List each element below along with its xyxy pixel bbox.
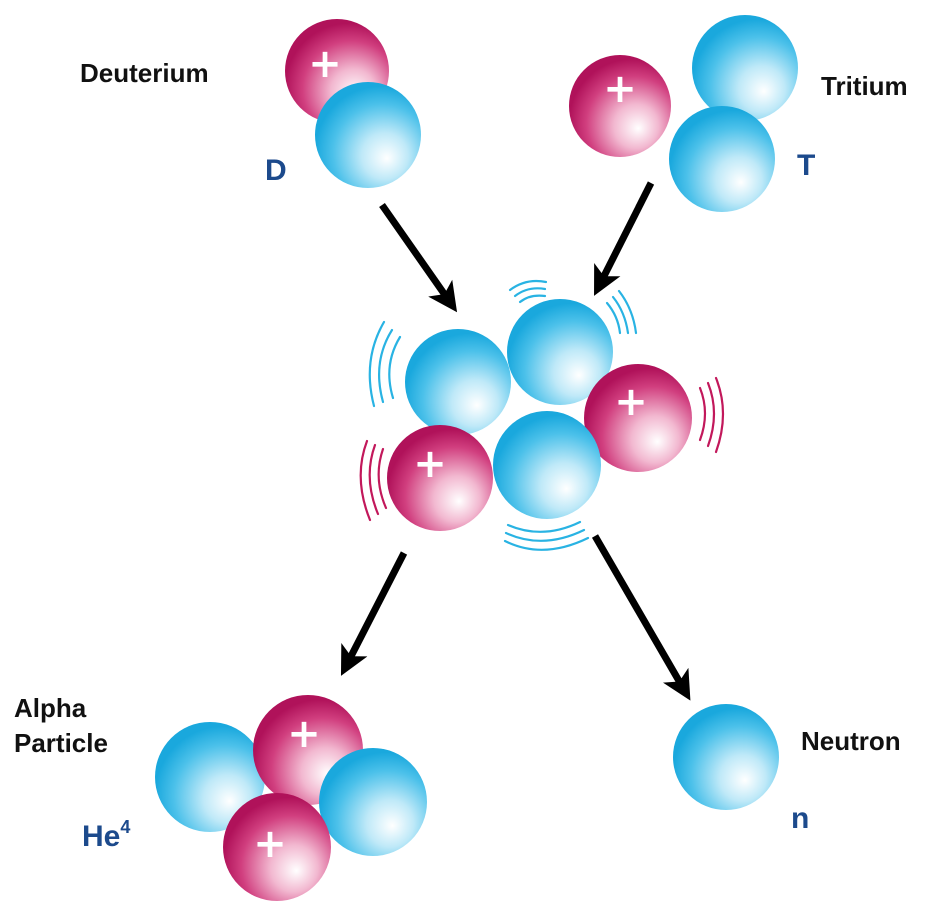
proton-charge: + [603,66,637,112]
helium-superscript: 4 [120,817,130,837]
arrow-center-to-alpha [340,551,408,676]
alpha-label-line1: Alpha [14,693,87,723]
proton: + [223,793,331,901]
proton-charge: + [287,711,321,757]
neutron [155,722,265,832]
neutron [507,299,613,405]
arrow-center-to-neutron [591,534,691,701]
proton: + [569,55,671,157]
neutron [669,106,775,212]
neutron-symbol: n [791,802,809,835]
arrow-deuterium-to-center [379,202,458,313]
deuterium-label: Deuterium [80,58,209,88]
free-neutron [673,704,779,810]
fused-nucleus: + + [387,299,692,531]
neutron [319,748,427,856]
proton-charge: + [413,441,447,487]
fusion-vibration-lines [359,279,725,551]
neutron-label: Neutron [801,726,901,756]
helium-symbol-text: He [82,820,120,853]
proton-charge: + [308,41,342,87]
arrow-tritium-to-center [594,181,655,296]
neutron [692,15,798,121]
helium-symbol: He4 [82,817,130,853]
deuterium-nucleus: + [285,19,421,188]
alpha-particle-nucleus: + + [155,695,427,901]
neutron [405,329,511,435]
proton: + [387,425,493,531]
tritium-nucleus: + [569,15,798,212]
proton: + [584,364,692,472]
neutron [493,411,601,519]
alpha-label-line2: Particle [14,728,108,758]
proton-charge: + [614,379,648,425]
neutron [315,82,421,188]
tritium-label: Tritium [821,71,908,101]
proton-charge: + [253,821,287,867]
tritium-symbol: T [797,149,815,182]
deuterium-symbol: D [265,154,287,187]
